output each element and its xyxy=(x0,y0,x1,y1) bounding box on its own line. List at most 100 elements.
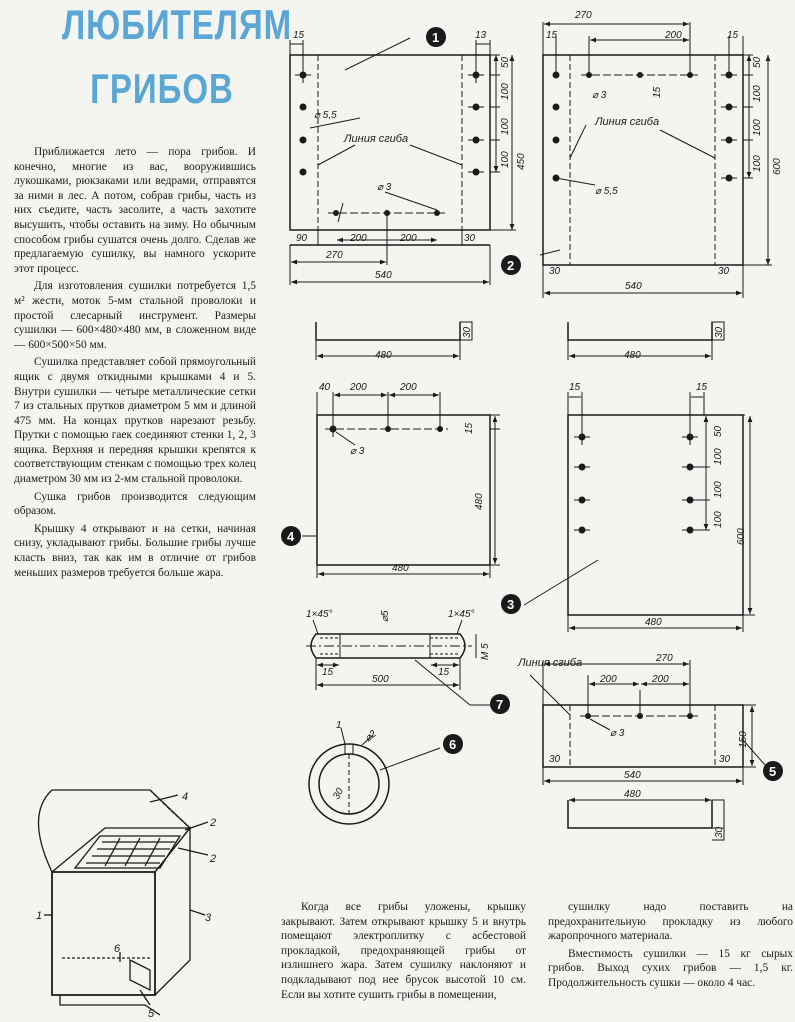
svg-text:600: 600 xyxy=(772,158,783,175)
svg-text:30: 30 xyxy=(462,326,473,338)
article-column-middle: Когда все грибы уложены, крышку закрываю… xyxy=(281,900,526,1005)
svg-text:540: 540 xyxy=(625,281,642,292)
svg-text:⌀5: ⌀5 xyxy=(380,610,391,622)
paragraph: Сушка грибов производится следующим обра… xyxy=(14,490,256,518)
svg-text:100: 100 xyxy=(713,511,724,528)
svg-text:200: 200 xyxy=(599,674,617,685)
svg-text:100: 100 xyxy=(500,118,511,135)
svg-text:270: 270 xyxy=(574,10,592,21)
svg-text:⌀ 3: ⌀ 3 xyxy=(592,90,607,101)
svg-text:30: 30 xyxy=(714,326,725,338)
svg-text:540: 540 xyxy=(624,770,641,781)
svg-text:200: 200 xyxy=(399,382,417,393)
svg-text:2: 2 xyxy=(209,853,216,865)
paragraph: Для изготовления сушилки потребуется 1,5… xyxy=(14,280,256,351)
svg-text:50: 50 xyxy=(752,56,763,68)
svg-text:100: 100 xyxy=(500,151,511,168)
svg-text:⌀ 3: ⌀ 3 xyxy=(350,446,365,457)
svg-text:1×45°: 1×45° xyxy=(448,609,475,620)
svg-text:480: 480 xyxy=(624,350,641,361)
svg-text:480: 480 xyxy=(645,617,662,628)
svg-text:150: 150 xyxy=(738,731,749,748)
svg-text:⌀ 3: ⌀ 3 xyxy=(610,728,625,739)
svg-text:600: 600 xyxy=(736,528,747,545)
part-1-labels: 15 13 50 100 100 100 450 ⌀ 5,5 Линия сги… xyxy=(293,30,527,281)
paragraph: Когда все грибы уложены, крышку закрываю… xyxy=(281,901,526,1001)
part-6-labels: 1 ⌀2 30 6 xyxy=(331,720,456,802)
svg-text:200: 200 xyxy=(349,382,367,393)
svg-text:1: 1 xyxy=(336,720,342,731)
part-4-labels: 40 200 200 15 480 ⌀ 3 480 4 xyxy=(287,382,485,574)
svg-text:15: 15 xyxy=(696,382,708,393)
svg-text:200: 200 xyxy=(651,674,669,685)
assembly-drawing xyxy=(37,789,209,1016)
svg-text:15: 15 xyxy=(652,86,663,98)
svg-text:Линия сгиба: Линия сгиба xyxy=(517,657,582,669)
part-1-drawing xyxy=(289,27,516,285)
svg-text:30: 30 xyxy=(718,266,730,277)
part-7-labels: 1×45° 1×45° ⌀5 М 5 15 15 500 7 xyxy=(306,609,503,712)
svg-text:15: 15 xyxy=(569,382,581,393)
part-3-labels: 15 15 50 100 100 100 600 480 3 xyxy=(507,382,747,628)
article-title-line1: ЛЮБИТЕЛЯМ xyxy=(62,1,293,48)
part-6-drawing xyxy=(308,727,463,825)
part-7-drawing xyxy=(306,619,510,714)
svg-text:Линия сгиба: Линия сгиба xyxy=(343,133,408,145)
part-5-drawing xyxy=(529,660,783,841)
paragraph: Сушилка представляет собой прямоугольный… xyxy=(14,356,256,486)
svg-text:100: 100 xyxy=(713,481,724,498)
svg-text:1: 1 xyxy=(432,30,439,45)
svg-text:540: 540 xyxy=(375,270,392,281)
article-title-line2: ГРИБОВ xyxy=(90,65,234,112)
svg-text:270: 270 xyxy=(655,653,673,664)
svg-text:90: 90 xyxy=(296,233,308,244)
svg-text:4: 4 xyxy=(182,791,188,803)
svg-text:15: 15 xyxy=(293,30,305,41)
paragraph: Приближается лето — пора грибов. И конеч… xyxy=(14,146,256,275)
svg-text:50: 50 xyxy=(500,56,511,68)
svg-text:30: 30 xyxy=(719,754,731,765)
svg-text:480: 480 xyxy=(375,350,392,361)
part-5-labels: Линия сгиба 270 200 200 ⌀ 3 150 30 30 54… xyxy=(517,653,776,838)
svg-text:6: 6 xyxy=(449,737,456,752)
svg-text:100: 100 xyxy=(752,85,763,102)
part-2-labels: 270 15 200 15 ⌀ 3 15 50 100 100 100 600 … xyxy=(507,10,783,292)
edge-views xyxy=(315,321,725,360)
svg-text:6: 6 xyxy=(114,943,121,955)
svg-text:480: 480 xyxy=(474,493,485,510)
paragraph: Вместимость сушилки — 15 кг сырых грибов… xyxy=(548,947,793,989)
svg-text:50: 50 xyxy=(713,425,724,437)
svg-text:100: 100 xyxy=(752,119,763,136)
part-2-drawing xyxy=(501,21,772,298)
svg-text:30: 30 xyxy=(464,233,476,244)
svg-text:480: 480 xyxy=(392,563,409,574)
svg-text:15: 15 xyxy=(727,30,739,41)
svg-text:15: 15 xyxy=(322,667,334,678)
svg-text:480: 480 xyxy=(624,789,641,800)
svg-text:100: 100 xyxy=(752,155,763,172)
svg-text:3: 3 xyxy=(205,912,212,924)
svg-text:15: 15 xyxy=(464,422,475,434)
svg-text:⌀ 5,5: ⌀ 5,5 xyxy=(314,110,337,121)
svg-text:1: 1 xyxy=(36,910,42,922)
svg-text:450: 450 xyxy=(516,153,527,170)
svg-text:5: 5 xyxy=(769,764,776,779)
svg-text:200: 200 xyxy=(664,30,682,41)
svg-text:40: 40 xyxy=(319,382,331,393)
svg-text:15: 15 xyxy=(438,667,450,678)
part-4-drawing xyxy=(281,392,500,578)
svg-text:15: 15 xyxy=(546,30,558,41)
svg-text:1×45°: 1×45° xyxy=(306,609,333,620)
svg-text:М 5: М 5 xyxy=(480,643,491,660)
svg-text:7: 7 xyxy=(496,697,503,712)
svg-text:270: 270 xyxy=(325,250,343,261)
article-column-right: сушилку надо поставить на предохранитель… xyxy=(548,900,793,994)
svg-text:5: 5 xyxy=(148,1008,155,1020)
paragraph: сушилку надо поставить на предохранитель… xyxy=(548,901,793,943)
part-3-drawing xyxy=(501,392,755,632)
svg-text:4: 4 xyxy=(287,529,295,544)
svg-text:3: 3 xyxy=(507,597,514,612)
article-column-left: Приближается лето — пора грибов. И конеч… xyxy=(14,145,256,583)
svg-text:100: 100 xyxy=(713,448,724,465)
